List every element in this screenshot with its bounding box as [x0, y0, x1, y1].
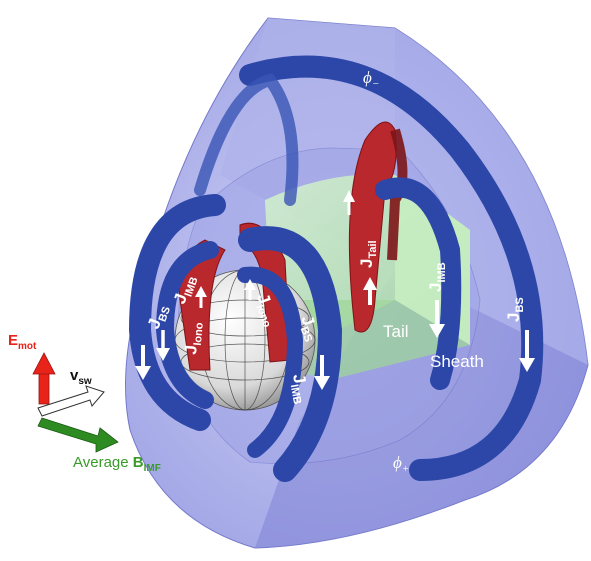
label-j-bs-outer: JBS [504, 297, 526, 322]
arrow-down-outer [519, 330, 535, 372]
emot-arrow [32, 352, 56, 405]
arrow-down-bs-left [135, 345, 151, 380]
arrow-up-tail-upper [343, 190, 355, 215]
arrow-down-bs-front [314, 355, 330, 390]
current-direction-arrows [135, 190, 535, 390]
arrow-down-imb-left [156, 330, 170, 361]
arrow-up-iono-right [244, 279, 256, 300]
tail-label: Tail [383, 322, 409, 341]
sheath-label: Sheath [430, 352, 484, 371]
vsw-arrow [37, 385, 105, 417]
label-j-tail: JTail [357, 240, 379, 268]
arrow-down-imb-right [429, 300, 445, 338]
arrow-up-tail [363, 277, 377, 305]
label-j-iono-left: JIono [181, 321, 206, 356]
emot-label: Emot [8, 332, 37, 352]
label-j-bs-left: JBS [144, 302, 173, 333]
label-j-imb-front: JIMB [286, 372, 313, 405]
bimf-arrow [37, 417, 119, 453]
label-j-imb-right: JIMB [426, 262, 448, 292]
phi-plus-label: ϕ+ [393, 453, 409, 475]
arrow-up-iono-left [195, 286, 207, 308]
vector-legend: Emot vsw Average BIMF [8, 332, 161, 474]
bimf-label: Average BIMF [73, 454, 161, 474]
blue-current-ribbons [128, 55, 544, 482]
phi-minus-label: ϕ− [363, 68, 379, 90]
region-labels: ϕ− ϕ+ Tail Sheath [363, 68, 484, 475]
vsw-label: vsw [70, 367, 92, 387]
